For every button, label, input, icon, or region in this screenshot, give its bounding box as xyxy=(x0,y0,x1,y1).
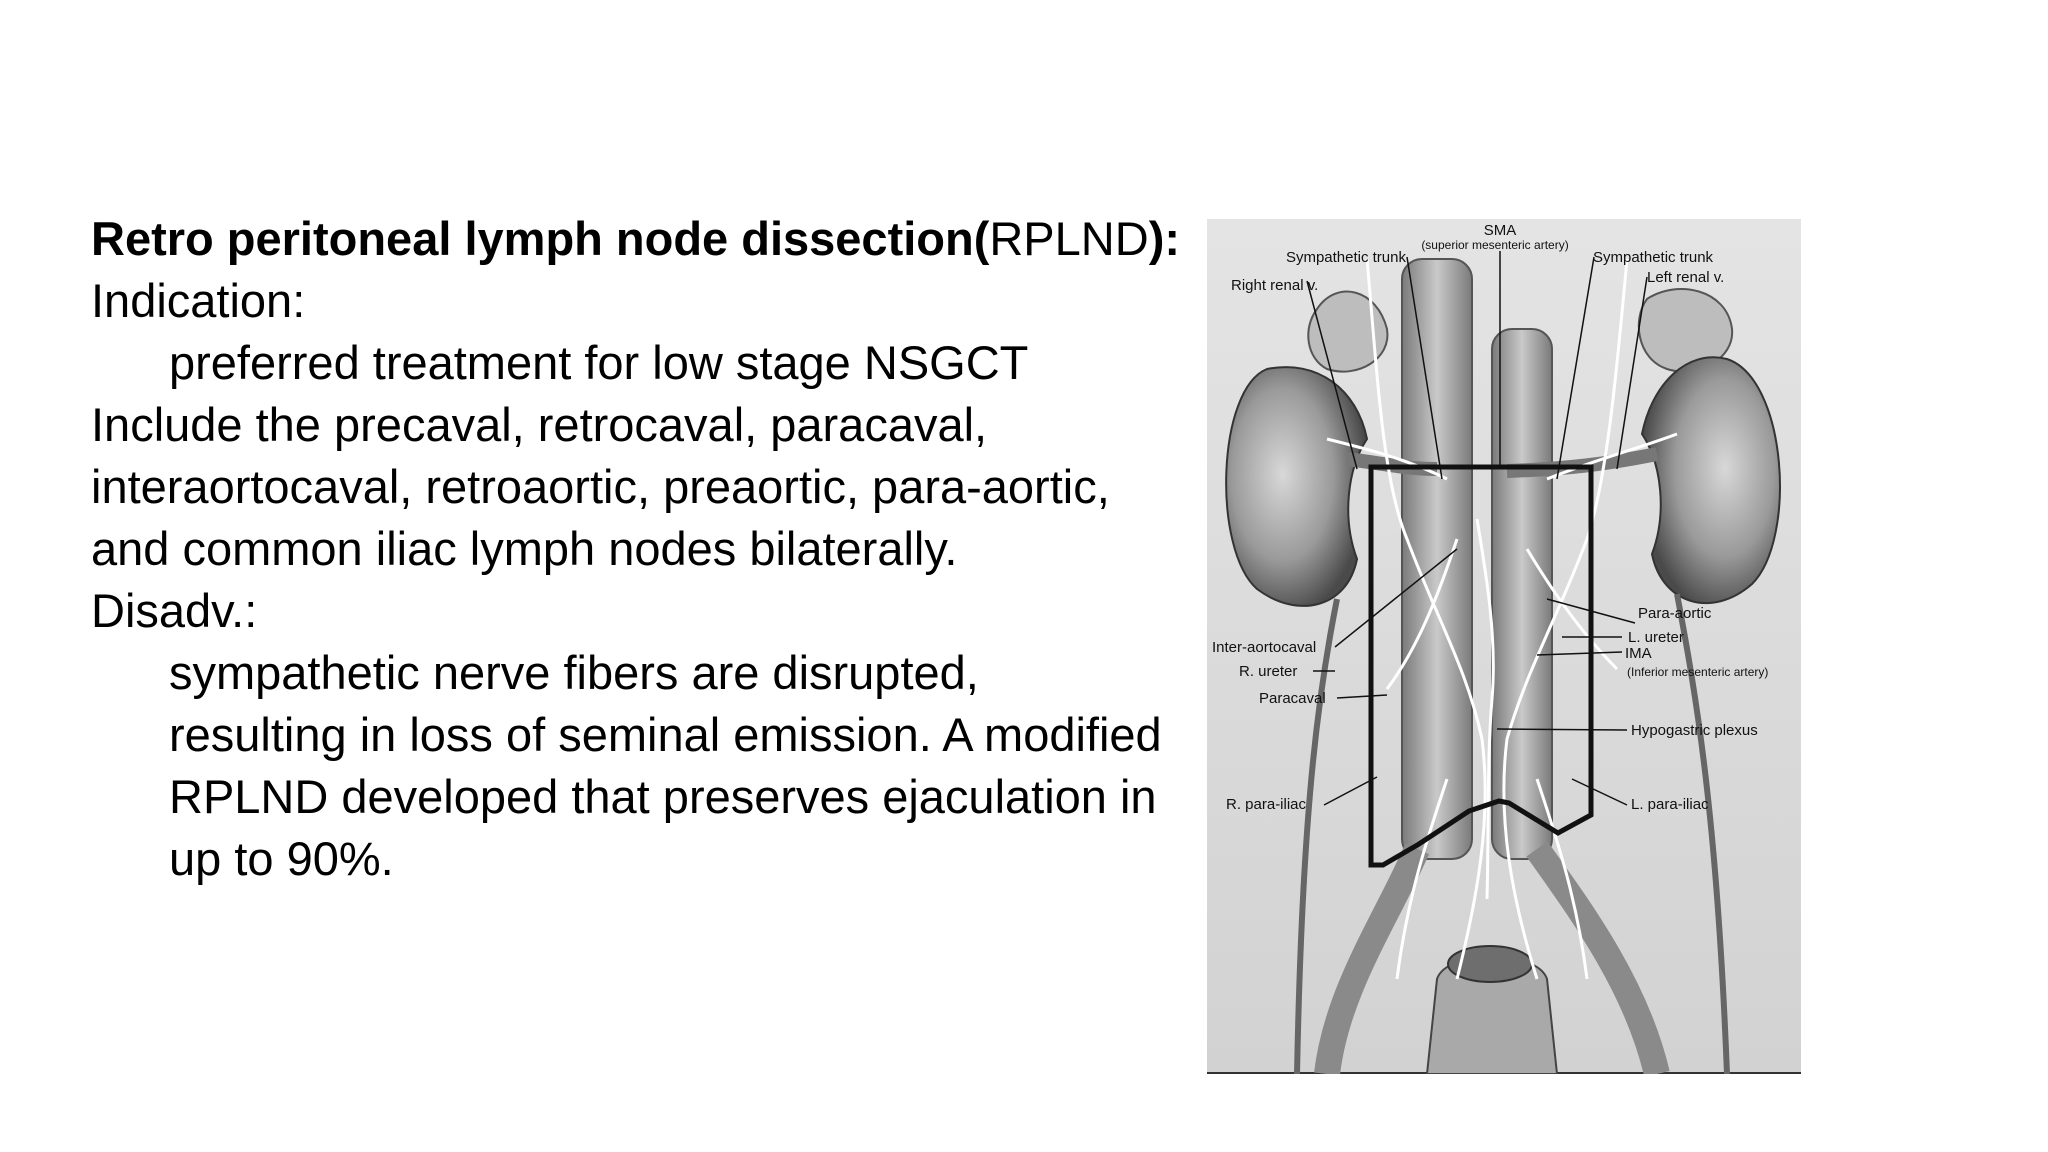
dissection-template-outline xyxy=(1368,464,1594,868)
include-line: and common iliac lymph nodes bilaterally… xyxy=(91,522,958,575)
leader-line xyxy=(1536,651,1623,656)
left-ureter-shape xyxy=(1674,593,1730,1074)
label-sma-full: (superior mesenteric artery) xyxy=(1421,238,1568,252)
leader-line xyxy=(1323,776,1378,806)
label-l-para-iliac: L. para-iliac xyxy=(1631,796,1709,813)
left-iliac-vessel-shape xyxy=(1526,841,1670,1074)
heading-bold-end: ): xyxy=(1148,212,1180,265)
label-l-ureter: L. ureter xyxy=(1628,629,1684,646)
nerve-fiber xyxy=(1475,518,1495,900)
label-r-para-iliac: R. para-iliac xyxy=(1226,796,1307,813)
slide-text: Retro peritoneal lymph node dissection(R… xyxy=(91,208,1191,890)
indication-text: preferred treatment for low stage NSGCT xyxy=(169,336,1029,389)
label-left-renal-v: Left renal v. xyxy=(1647,269,1724,286)
label-para-aortic: Para-aortic xyxy=(1638,605,1712,622)
leader-lines xyxy=(1306,251,1648,806)
nerve-fiber xyxy=(1395,778,1449,980)
nerve-fiber xyxy=(1385,538,1459,690)
ivc-shape xyxy=(1401,258,1473,860)
label-ima: IMA xyxy=(1625,645,1652,662)
label-r-ureter: R. ureter xyxy=(1239,663,1297,680)
leader-line xyxy=(1616,276,1648,470)
label-ima-full: (Inferior mesenteric artery) xyxy=(1627,665,1768,679)
heading-abbr: RPLND xyxy=(989,212,1149,265)
include-line: interaortocaval, retroaortic, preaortic,… xyxy=(91,460,1110,513)
disadv-line: RPLND developed that preserves ejaculati… xyxy=(169,770,1157,823)
label-inter-aortocaval: Inter-aortocaval xyxy=(1212,639,1316,656)
leader-line xyxy=(1306,280,1358,470)
leader-line xyxy=(1336,694,1388,699)
indication-label: Indication: xyxy=(91,274,306,327)
right-iliac-vessel-shape xyxy=(1314,843,1429,1074)
include-line: Include the precaval, retrocaval, paraca… xyxy=(91,398,988,451)
leader-line xyxy=(1571,778,1628,806)
nerve-fibers xyxy=(1326,258,1678,980)
label-sympathetic-trunk-left: Sympathetic trunk xyxy=(1286,249,1407,266)
left-kidney-shape xyxy=(1640,356,1781,605)
leader-line xyxy=(1496,728,1628,731)
nerve-fiber xyxy=(1546,432,1678,481)
nerve-fiber xyxy=(1365,258,1487,980)
leader-line xyxy=(1556,256,1595,480)
label-hypogastric-plexus: Hypogastric plexus xyxy=(1631,722,1758,739)
leader-line xyxy=(1546,598,1636,624)
disadv-label: Disadv.: xyxy=(91,584,258,637)
right-kidney-shape xyxy=(1225,366,1369,607)
right-ureter-shape xyxy=(1294,598,1340,1074)
leader-line xyxy=(1334,548,1458,648)
leader-line xyxy=(1406,256,1443,480)
disadv-line: up to 90%. xyxy=(169,832,394,885)
label-sma: SMA xyxy=(1484,222,1517,239)
slide-heading: Retro peritoneal lymph node dissection(R… xyxy=(91,208,1191,270)
disadv-line: sympathetic nerve fibers are disrupted, xyxy=(169,646,979,699)
aorta-shape xyxy=(1491,328,1553,860)
heading-bold: Retro peritoneal lymph node dissection( xyxy=(91,212,990,265)
disadv-line: resulting in loss of seminal emission. A… xyxy=(169,708,1162,761)
anatomy-svg: SMA (superior mesenteric artery) Sympath… xyxy=(1207,219,1801,1074)
label-sympathetic-trunk-right: Sympathetic trunk xyxy=(1593,249,1714,266)
nerve-fiber xyxy=(1525,548,1619,671)
label-right-renal-v: Right renal v. xyxy=(1231,277,1318,294)
label-paracaval: Paracaval xyxy=(1259,690,1326,707)
nerve-fiber xyxy=(1326,437,1448,481)
nerve-fiber xyxy=(1535,778,1589,980)
anatomy-illustration: SMA (superior mesenteric artery) Sympath… xyxy=(1207,219,1801,1074)
nerve-fiber xyxy=(1502,258,1629,980)
